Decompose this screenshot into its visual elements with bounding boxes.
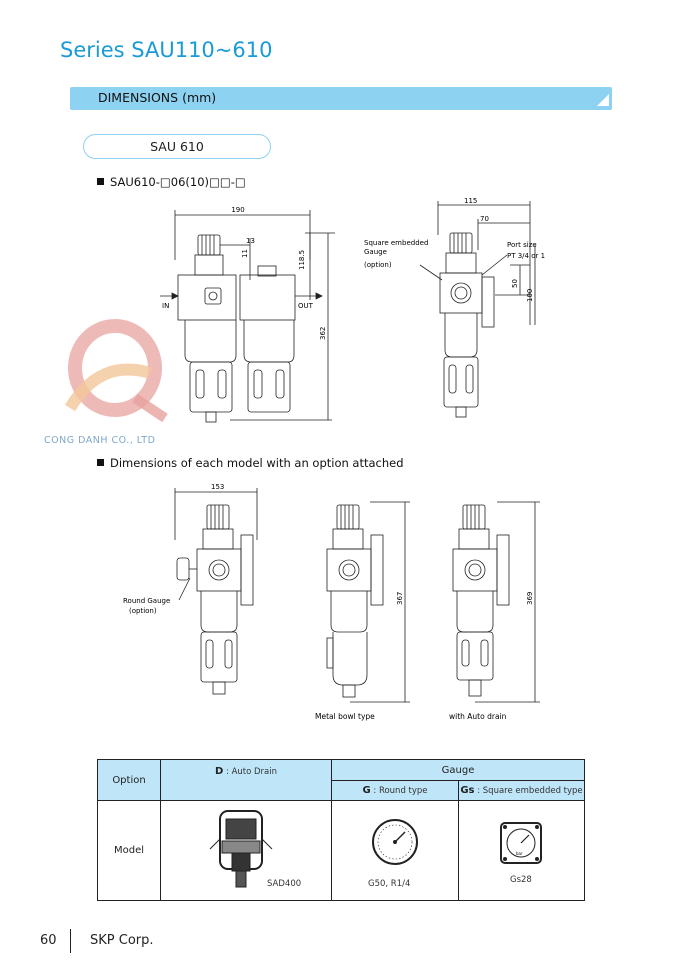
auto-drain-caption: with Auto drain: [449, 712, 507, 721]
model-pill: SAU 610: [83, 134, 271, 159]
model-pill-label: SAU 610: [150, 139, 204, 154]
gs28-cell: bar Gs28: [458, 800, 585, 901]
dim-367: 367: [396, 592, 404, 605]
bullet-square-icon: [97, 459, 104, 466]
gs28-label: Gs28: [510, 875, 532, 885]
company-watermark: [40, 318, 180, 438]
dim-70: 70: [480, 215, 489, 223]
dim-13: 13: [246, 237, 255, 245]
bullet-square-icon: [97, 178, 104, 185]
dim-100: 100: [526, 289, 534, 302]
sad400-label: SAD400: [267, 879, 302, 889]
bar-unit-label: bar: [516, 851, 523, 856]
model-label: Model: [113, 845, 145, 856]
square-gauge-note-3: (option): [364, 261, 392, 269]
dimensions-label: DIMENSIONS (mm): [98, 90, 217, 105]
d-code: D: [214, 766, 224, 777]
dim-115: 115: [464, 197, 477, 205]
round-gauge-label: Round Gauge: [123, 597, 170, 605]
model-label-cell: Model: [97, 800, 161, 901]
metal-bowl-caption: Metal bowl type: [315, 712, 375, 721]
out-label: OUT: [298, 302, 314, 310]
watermark-logo-icon: [64, 319, 168, 423]
model-code: SAU610-□06(10)□□-□: [110, 175, 246, 189]
dim-153: 153: [211, 483, 224, 491]
series-title: Series SAU110~610: [60, 38, 273, 62]
options-heading-text: Dimensions of each model with an option …: [110, 456, 404, 470]
in-label: IN: [162, 302, 169, 310]
round-type-header-cell: G : Round type: [331, 780, 459, 801]
sad400-cell: SAD400: [160, 800, 332, 901]
port-size-label: Port size: [507, 241, 537, 249]
option-header: Option: [112, 774, 146, 786]
auto-drain-icon: [209, 810, 273, 888]
g50-cell: G50, R1/4: [331, 800, 459, 901]
corner-fold-icon: [597, 94, 609, 106]
options-heading: Dimensions of each model with an option …: [97, 456, 404, 470]
option-header-cell: Option: [97, 759, 161, 801]
port-thread-label: PT 3/4 or 1: [507, 252, 545, 260]
options-table: Option D : Auto Drain Gauge G : Round ty…: [97, 759, 585, 901]
auto-drain-header-cell: D : Auto Drain: [160, 759, 332, 801]
company-name: SKP Corp.: [90, 933, 154, 948]
watermark-text: CONG DANH CO., LTD: [44, 435, 156, 446]
gauge-header-cell: Gauge: [331, 759, 585, 781]
square-gauge-note-1: Square embedded: [364, 239, 428, 247]
dim-118-5: 118.5: [298, 250, 306, 270]
gs-code: Gs: [460, 785, 475, 796]
square-type-header-cell: Gs : Square embedded type: [458, 780, 585, 801]
g-text: : Round type: [370, 786, 428, 796]
option-drawings: 153 Round Gauge (option) 367 369 Metal b…: [123, 483, 540, 721]
dimensions-bar: DIMENSIONS (mm): [70, 87, 612, 110]
round-gauge-icon: [372, 819, 418, 865]
dim-369: 369: [526, 592, 534, 605]
footer-divider: [70, 929, 71, 953]
dim-362: 362: [319, 327, 327, 340]
gs-text: : Square embedded type: [474, 786, 583, 796]
g50-label: G50, R1/4: [368, 879, 411, 889]
dim-11: 11: [241, 249, 249, 258]
square-gauge-note-2: Gauge: [364, 248, 387, 256]
model-code-bullet: SAU610-□06(10)□□-□: [97, 175, 246, 189]
gauge-header: Gauge: [441, 764, 475, 776]
side-view-drawing: 115 70 Square embedded Gauge (option) Po…: [364, 197, 545, 418]
d-text: : Auto Drain: [223, 767, 277, 777]
g-code: G: [362, 785, 371, 796]
page-number: 60: [40, 933, 57, 948]
dim-50: 50: [511, 279, 519, 288]
front-view-drawing: 190 13 11 118.5 362 IN OUT: [160, 206, 335, 423]
dim-190: 190: [231, 206, 244, 214]
square-gauge-icon: bar: [500, 822, 542, 864]
round-gauge-option: (option): [129, 607, 157, 615]
